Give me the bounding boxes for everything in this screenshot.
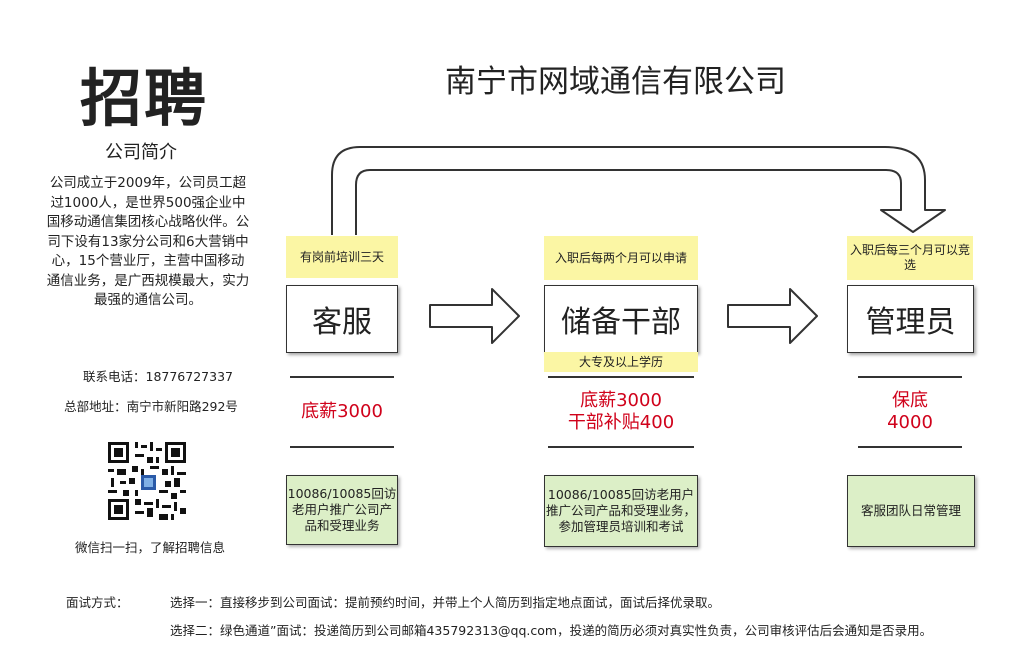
stage1-note: 有岗前培训三天	[286, 236, 398, 278]
stage1-title-box: 客服	[286, 285, 398, 353]
stage2-note: 入职后每两个月可以申请	[544, 236, 698, 280]
qr-code-icon	[108, 442, 186, 520]
contact-address: 总部地址：南宁市新阳路292号	[64, 399, 238, 414]
stage2-sub-note: 大专及以上学历	[544, 352, 698, 372]
stage2-salary-line2: 干部补贴400	[567, 412, 675, 433]
stage2-sub-note-text: 大专及以上学历	[578, 354, 663, 369]
stage1-duty-text: 10086/10085回访老用户推广公司产品和受理业务	[287, 486, 397, 533]
interview-label: 面试方式：	[66, 595, 129, 610]
stage3-duty: 客服团队日常管理	[847, 475, 975, 547]
divider	[290, 446, 394, 448]
stage3-salary-line2: 4000	[887, 412, 933, 433]
stage2-duty: 10086/10085回访老用户推广公司产品和受理业务，参加管理员培训和考试	[544, 475, 698, 547]
stage2-salary: 底薪3000 干部补贴400	[544, 390, 698, 434]
divider	[290, 376, 394, 378]
stage3-salary-line1: 保底	[892, 390, 928, 411]
stage1-title: 客服	[312, 305, 372, 340]
divider	[548, 376, 694, 378]
divider	[548, 446, 694, 448]
stage1-note-text: 有岗前培训三天	[299, 249, 384, 264]
intro-heading: 公司简介	[105, 142, 177, 163]
divider	[858, 376, 962, 378]
interview-option-1: 选择一：直接移步到公司面试：提前预约时间，并带上个人简历到指定地点面试，面试后择…	[170, 595, 721, 610]
arrow-right-icon	[727, 288, 818, 344]
page-title: 招聘	[80, 62, 209, 135]
stage2-title-box: 储备干部	[544, 285, 698, 353]
stage1-duty: 10086/10085回访老用户推广公司产品和受理业务	[286, 475, 398, 545]
stage3-note-text: 入职后每三个月可以竞选	[849, 243, 970, 272]
stage2-title: 储备干部	[561, 305, 681, 340]
arrow-right-icon	[429, 288, 520, 344]
intro-text: 公司成立于2009年，公司员工超过1000人，是世界500强企业中国移动通信集团…	[46, 175, 250, 308]
stage3-salary: 保底 4000	[847, 390, 973, 434]
stage2-duty-text: 10086/10085回访老用户推广公司产品和受理业务，参加管理员培训和考试	[545, 487, 696, 534]
company-name: 南宁市网域通信有限公司	[445, 64, 786, 100]
interview-option-2: 选择二：绿色通道”面试：投递简历到公司邮箱435792313@qq.com，投递…	[170, 623, 933, 638]
stage1-salary-line1: 底薪3000	[301, 401, 383, 422]
stage2-note-text: 入职后每两个月可以申请	[554, 250, 687, 265]
promotion-curve-arrow	[331, 146, 946, 235]
stage3-title: 管理员	[865, 305, 956, 340]
qr-caption: 微信扫一扫，了解招聘信息	[74, 540, 225, 555]
stage3-note: 入职后每三个月可以竞选	[847, 236, 973, 280]
contact-phone: 联系电话：18776727337	[83, 369, 233, 384]
divider	[858, 446, 962, 448]
stage2-salary-line1: 底薪3000	[580, 390, 662, 411]
stage3-duty-text: 客服团队日常管理	[860, 503, 961, 518]
stage3-title-box: 管理员	[847, 285, 974, 353]
stage1-salary: 底薪3000	[286, 401, 398, 423]
